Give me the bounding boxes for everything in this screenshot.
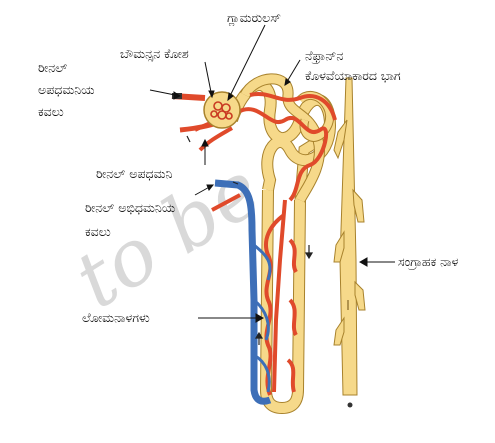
bowmans-capsule [204,92,240,128]
label-renal-artery: ರೀನಲ್ ಅಪಧಮನಿ [96,164,172,183]
label-renal-artery-branch-line3: ಕವಲು [38,102,64,121]
label-glomerulus: ಗ್ಲಾಮರುಲಸ್ [227,8,281,27]
label-nephron-tubule-line2: ಕೊಳವೆಯಾಕಾರದ ಭಾಗ [305,66,401,85]
label-bowmans-capsule: ಬೌಮನ್ಸನ ಕೋಶ [120,44,189,63]
label-renal-vein-branch-line1: ರೀನಲ್ ಅಭಿಧಮನಿಯ [85,198,175,217]
label-capillaries: ಲೋಮನಾಳಗಳು [82,308,150,327]
collecting-duct [334,78,365,408]
label-renal-vein-branch-line2: ಕವಲು [85,222,111,241]
label-nephron-tubule-line1: ನೆಫ್ರಾನ್‌ನ [305,46,343,65]
label-collecting-duct: ಸಂಗ್ರಾಹಕ ನಾಳ [398,252,458,271]
label-renal-artery-branch-line2: ಅಪಧಮನಿಯ [38,80,95,99]
label-renal-artery-branch-line1: ರೀನಲ್ [38,58,67,77]
